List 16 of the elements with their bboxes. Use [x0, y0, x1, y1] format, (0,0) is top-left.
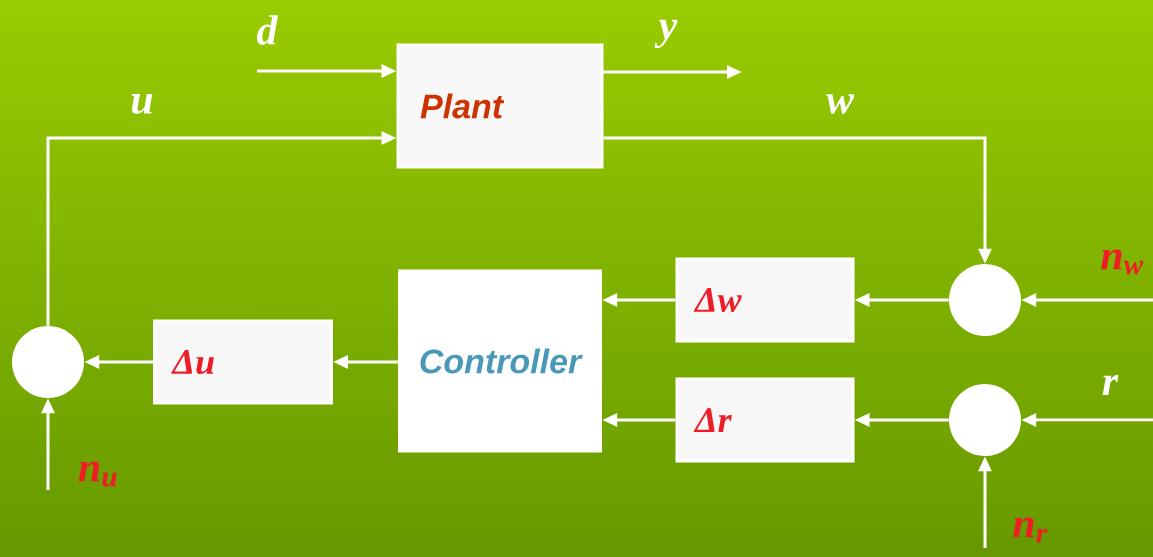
signal-label: n$_{r}$: [1013, 517, 1048, 543]
signal-label: r: [1102, 375, 1119, 395]
controller-box: Controller: [398, 269, 602, 453]
summing-junction: [949, 264, 1021, 336]
signal-label: d: [257, 15, 278, 45]
plant-box: Plant: [396, 43, 604, 169]
summing-junction: [949, 384, 1021, 456]
delta-block: Δr: [675, 377, 855, 463]
signal-label: n$_{u}$: [78, 461, 117, 487]
signal-label: u: [131, 94, 153, 114]
delta-block: Δu: [153, 319, 333, 405]
signal-label: y: [654, 19, 678, 49]
signal-label: w: [826, 94, 855, 114]
signal-label: n$_{w}$: [1101, 249, 1144, 275]
summing-junction: [12, 326, 84, 398]
delta-block: Δw: [675, 257, 855, 343]
